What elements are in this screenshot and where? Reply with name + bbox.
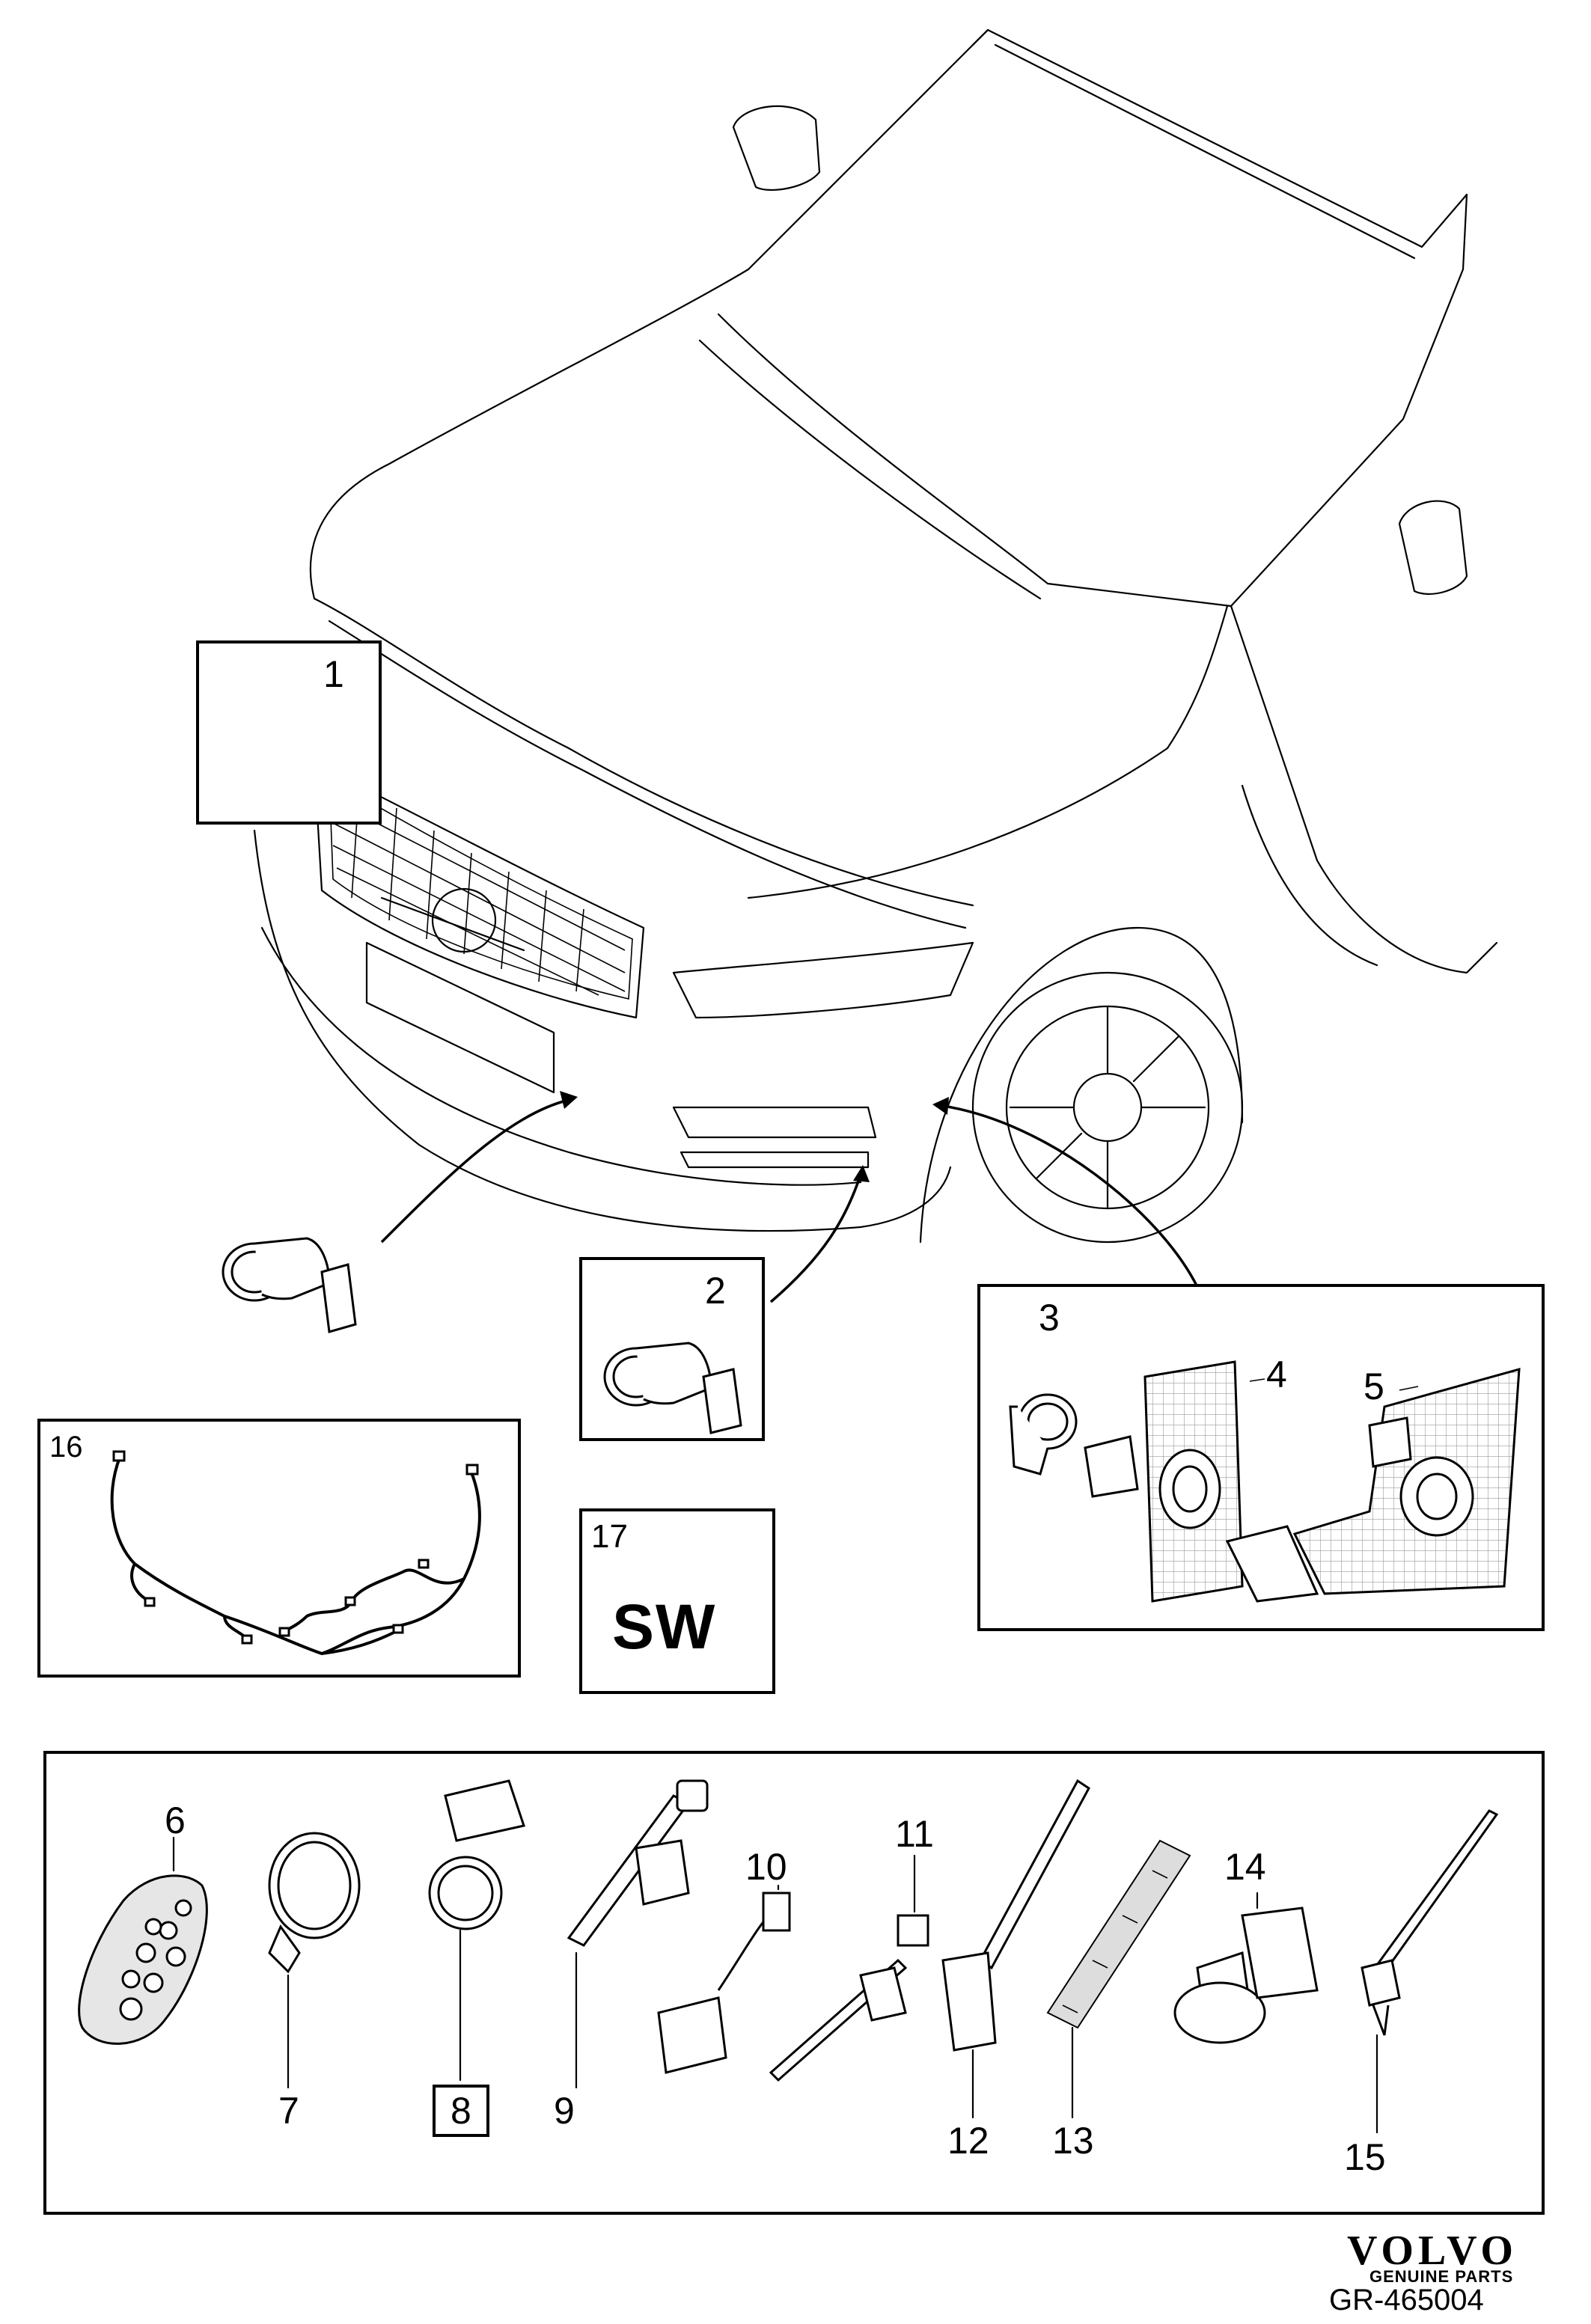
cable-tie-clip-icon <box>567 1779 709 1947</box>
callout-8: 8 <box>451 2090 471 2132</box>
foam-tape-icon <box>1046 1839 1191 2029</box>
software-label: SW <box>612 1591 717 1662</box>
callout-16: 16 <box>49 1431 83 1464</box>
callout-3: 3 <box>1039 1297 1060 1339</box>
genuine-parts-tagline: GENUINE PARTS <box>1369 2267 1514 2286</box>
illustration-reference: GR-465004 <box>1329 2284 1484 2317</box>
callout-7: 7 <box>278 2090 299 2132</box>
callout-6: 6 <box>165 1799 186 1841</box>
callout-5: 5 <box>1364 1366 1384 1407</box>
clamp-icon <box>1173 1906 1319 2044</box>
callout-13: 13 <box>1052 2120 1094 2162</box>
callout-11: 11 <box>895 1813 934 1855</box>
callout-10: 10 <box>745 1846 787 1888</box>
callout-17: 17 <box>591 1518 628 1555</box>
software-box <box>579 1508 775 1694</box>
callout-1: 1 <box>323 653 344 695</box>
part-box-1 <box>196 640 382 825</box>
push-pin-tie-icon <box>1361 1809 1499 2036</box>
grommet-icon <box>78 1874 208 2045</box>
callout-12: 12 <box>947 2120 989 2162</box>
clip-icon <box>428 1779 525 1930</box>
callout-14: 14 <box>1224 1846 1266 1888</box>
cable-tie-long-icon <box>769 1914 929 2082</box>
callout-2: 2 <box>705 1270 726 1312</box>
callout-8-box <box>433 2085 489 2137</box>
cable-tie-icon <box>268 1832 361 1974</box>
volvo-logo: VOLVO <box>1347 2227 1518 2274</box>
callout-15: 15 <box>1344 2136 1386 2178</box>
bracket-clip-icon <box>657 1892 791 2074</box>
callout-9: 9 <box>554 2090 575 2132</box>
car-front-illustration <box>253 28 1498 1303</box>
edge-clip-icon <box>941 1779 1090 2052</box>
callout-4: 4 <box>1266 1354 1287 1395</box>
